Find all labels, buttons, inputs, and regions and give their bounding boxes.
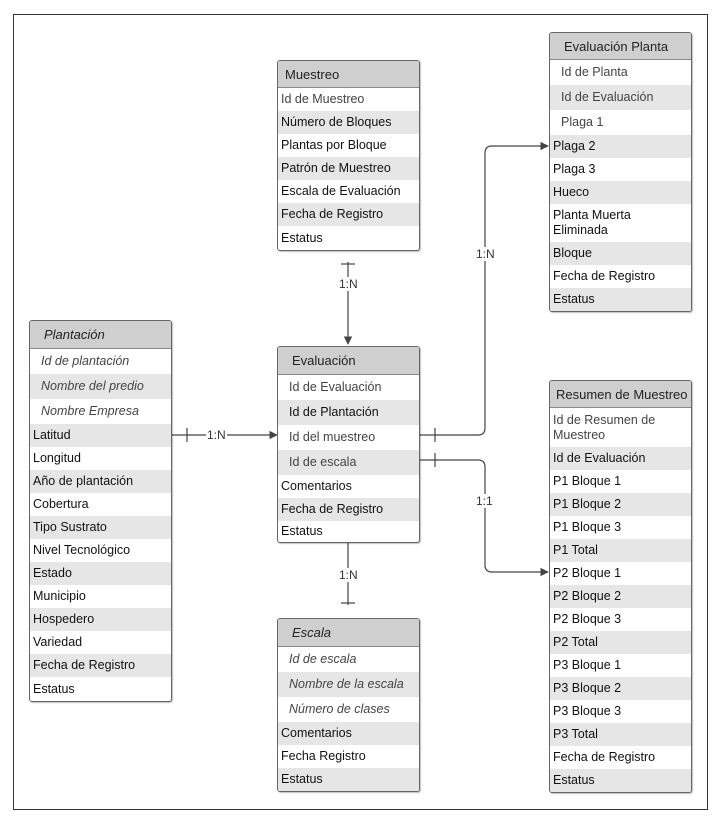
- attr-row: Fecha de Registro: [553, 750, 656, 764]
- attr-row: P3 Bloque 3: [553, 704, 622, 718]
- attr-row: Fecha de Registro: [278, 203, 419, 226]
- attr-row: Id de escala: [289, 652, 357, 666]
- entity-evaluacion: Evaluación Id de Evaluación Id de Planta…: [277, 346, 420, 543]
- rel-label-evaluacion-resumen: 1:1: [475, 494, 494, 508]
- entity-muestreo: Muestreo Id de Muestreo Número de Bloque…: [277, 60, 420, 251]
- attr-row: Fecha de Registro: [553, 269, 656, 283]
- attr-row: P1 Total: [550, 539, 691, 562]
- entity-escala: Escala Id de escala Nombre de la escala …: [277, 618, 420, 792]
- attr-row: Tipo Sustrato: [30, 516, 171, 539]
- entity-plantacion-header: Plantación: [30, 321, 171, 349]
- attr-row: Comentarios: [281, 479, 352, 493]
- attr-row: Plaga 3: [553, 162, 596, 176]
- attr-row: Cobertura: [33, 497, 89, 511]
- entity-muestreo-header: Muestreo: [278, 61, 419, 88]
- attr-row: Número de Bloques: [278, 111, 419, 134]
- attr-row: Longitud: [33, 451, 81, 465]
- attr-row: P2 Bloque 1: [553, 566, 622, 580]
- attr-row: P2 Bloque 2: [550, 585, 691, 608]
- rel-label-escala-evaluacion: 1:N: [338, 568, 359, 582]
- attr-row: Comentarios: [278, 722, 419, 745]
- attr-row: Escala de Evaluación: [281, 184, 401, 198]
- attr-row: Id de Evaluación: [550, 85, 691, 110]
- diagram-frame: [13, 14, 708, 810]
- rel-label-muestreo-evaluacion: 1:N: [338, 277, 359, 291]
- attr-row: P3 Bloque 2: [550, 677, 691, 700]
- attr-row: Fecha de Registro: [278, 498, 419, 521]
- attr-row: P1 Bloque 1: [553, 474, 622, 488]
- attr-row: Planta Muerta Eliminada: [553, 208, 631, 237]
- attr-row: Nombre del predio: [30, 374, 171, 399]
- entity-escala-header: Escala: [278, 619, 419, 647]
- attr-row: Latitud: [30, 424, 171, 447]
- rel-label-plantacion-evaluacion: 1:N: [206, 428, 227, 442]
- attr-row: Estatus: [550, 288, 691, 311]
- attr-row: Hospedero: [30, 608, 171, 631]
- link-evaluacion-resumen: [420, 459, 549, 577]
- attr-row: Fecha de Registro: [30, 654, 171, 677]
- attr-row: Plaga 2: [550, 135, 691, 158]
- attr-row: Estatus: [33, 681, 75, 696]
- attr-row: Id del muestreo: [289, 430, 376, 444]
- attr-row: Estatus: [550, 769, 691, 792]
- entity-evaluacion-planta-header: Evaluación Planta: [550, 33, 691, 60]
- attr-row: Plantas por Bloque: [281, 138, 387, 152]
- attr-row: P3 Bloque 1: [553, 658, 622, 672]
- attr-row: Municipio: [33, 589, 86, 603]
- rel-label-evaluacion-planta: 1:N: [475, 247, 496, 261]
- attr-row: Año de plantación: [30, 470, 171, 493]
- attr-row: Hueco: [550, 181, 691, 204]
- link-evaluacion-planta: [420, 141, 549, 436]
- attr-row: Id de Planta: [561, 65, 628, 79]
- attr-row: Número de clases: [289, 702, 390, 716]
- entity-evaluacion-header: Evaluación: [278, 347, 419, 375]
- entity-evaluacion-planta: Evaluación Planta Id de Planta Id de Eva…: [549, 32, 692, 312]
- attr-row: Id de Muestreo: [281, 92, 365, 106]
- attr-row: Id de Evaluación: [550, 447, 691, 470]
- attr-row: Nombre de la escala: [278, 672, 419, 697]
- attr-row: Id de plantación: [41, 354, 130, 368]
- entity-resumen-muestreo-header: Resumen de Muestreo: [550, 381, 691, 408]
- attr-row: Estatus: [278, 768, 419, 791]
- attr-row: P1 Bloque 3: [553, 520, 622, 534]
- attr-row: Id de escala: [278, 450, 419, 475]
- attr-row: Id de Plantación: [278, 400, 419, 425]
- attr-row: Fecha Registro: [281, 749, 366, 763]
- entity-plantacion: Plantación Id de plantación Nombre del p…: [29, 320, 172, 702]
- attr-row: P2 Bloque 3: [553, 612, 622, 626]
- attr-row: Id de Resumen de Muestreo: [553, 412, 656, 442]
- attr-row: P2 Total: [550, 631, 691, 654]
- attr-row: P1 Bloque 2: [550, 493, 691, 516]
- attr-row: Estatus: [281, 230, 323, 245]
- attr-row: Id de Evaluación: [289, 380, 382, 394]
- attr-row: Bloque: [550, 242, 691, 265]
- attr-row: P3 Total: [550, 723, 691, 746]
- attr-row: Patrón de Muestreo: [278, 157, 419, 180]
- attr-row: Variedad: [33, 635, 83, 649]
- attr-row: Nivel Tecnológico: [33, 543, 131, 557]
- attr-row: Estado: [30, 562, 171, 585]
- attr-row: Plaga 1: [561, 115, 604, 129]
- attr-row: Estatus: [281, 524, 323, 538]
- attr-row: Nombre Empresa: [41, 404, 139, 418]
- entity-resumen-muestreo: Resumen de Muestreo Id de Resumen de Mue…: [549, 380, 692, 793]
